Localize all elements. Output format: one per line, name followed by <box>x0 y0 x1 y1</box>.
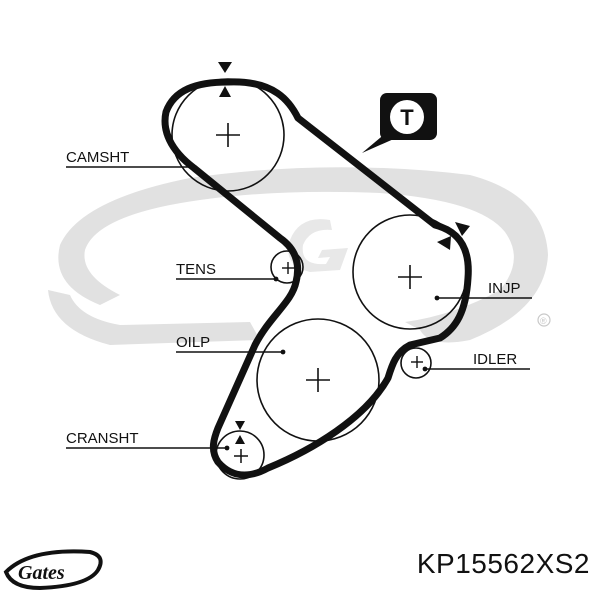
injection-pump-pulley-circle <box>352 214 468 330</box>
crankshaft-pulley-circle <box>215 430 265 480</box>
injection-pump-mark-outer-icon <box>455 222 470 236</box>
camshaft-pulley-circle <box>171 78 285 192</box>
oil-pump-leader-dot <box>280 349 286 355</box>
injection-pump-mark-inner-icon <box>437 236 451 250</box>
watermark-registered-circle <box>537 313 551 327</box>
oil-pump-pulley-circle <box>256 318 380 442</box>
oil-pump-pulley <box>256 318 380 442</box>
crankshaft-label: CRANSHT <box>66 430 139 447</box>
tension-marker-letter: T <box>400 105 414 130</box>
crankshaft-leader-dot <box>224 445 230 451</box>
crankshaft-pulley <box>215 430 265 480</box>
tension-callout: T <box>362 93 437 153</box>
injection-pump-label: INJP <box>488 280 521 297</box>
leader-lines <box>66 166 532 449</box>
idler-label: IDLER <box>473 351 517 368</box>
tensioner-pulley-circle <box>270 250 304 284</box>
gates-logo-wordmark: Gates <box>18 562 65 584</box>
injection-pump-leader-dot <box>434 295 440 301</box>
camshaft-label: CAMSHT <box>66 149 129 166</box>
watermark-registered-mark: ® <box>540 316 547 326</box>
camshaft-mark-arrow-up-icon <box>219 86 231 97</box>
crankshaft-mark-arrow-up-icon <box>235 435 245 444</box>
tensioner-label: TENS <box>176 261 216 278</box>
gates-logo-swoosh <box>3 549 103 591</box>
watermark-lower-band <box>48 290 260 345</box>
camshaft-mark-arrow-down-icon <box>218 62 232 73</box>
idler-leader-dot <box>422 366 428 372</box>
idler-pulley-circle <box>400 347 432 379</box>
idler-pulley <box>400 347 432 379</box>
tensioner-leader-dot <box>273 276 279 282</box>
crankshaft-mark-arrow-down-icon <box>235 421 245 430</box>
watermark-letter-g <box>288 219 348 272</box>
gates-watermark: ® <box>48 167 551 345</box>
camshaft-leader-dot <box>189 164 195 170</box>
camshaft-pulley <box>171 78 285 192</box>
injection-pump-pulley <box>352 214 468 330</box>
gates-logo: Gates <box>3 549 103 591</box>
leader-dots <box>189 164 440 451</box>
tensioner-pulley <box>270 250 304 284</box>
part-number: KP15562XS2 <box>416 548 590 579</box>
watermark-swoosh <box>58 167 548 343</box>
oil-pump-label: OILP <box>176 334 210 351</box>
tension-callout-circle <box>390 100 424 134</box>
